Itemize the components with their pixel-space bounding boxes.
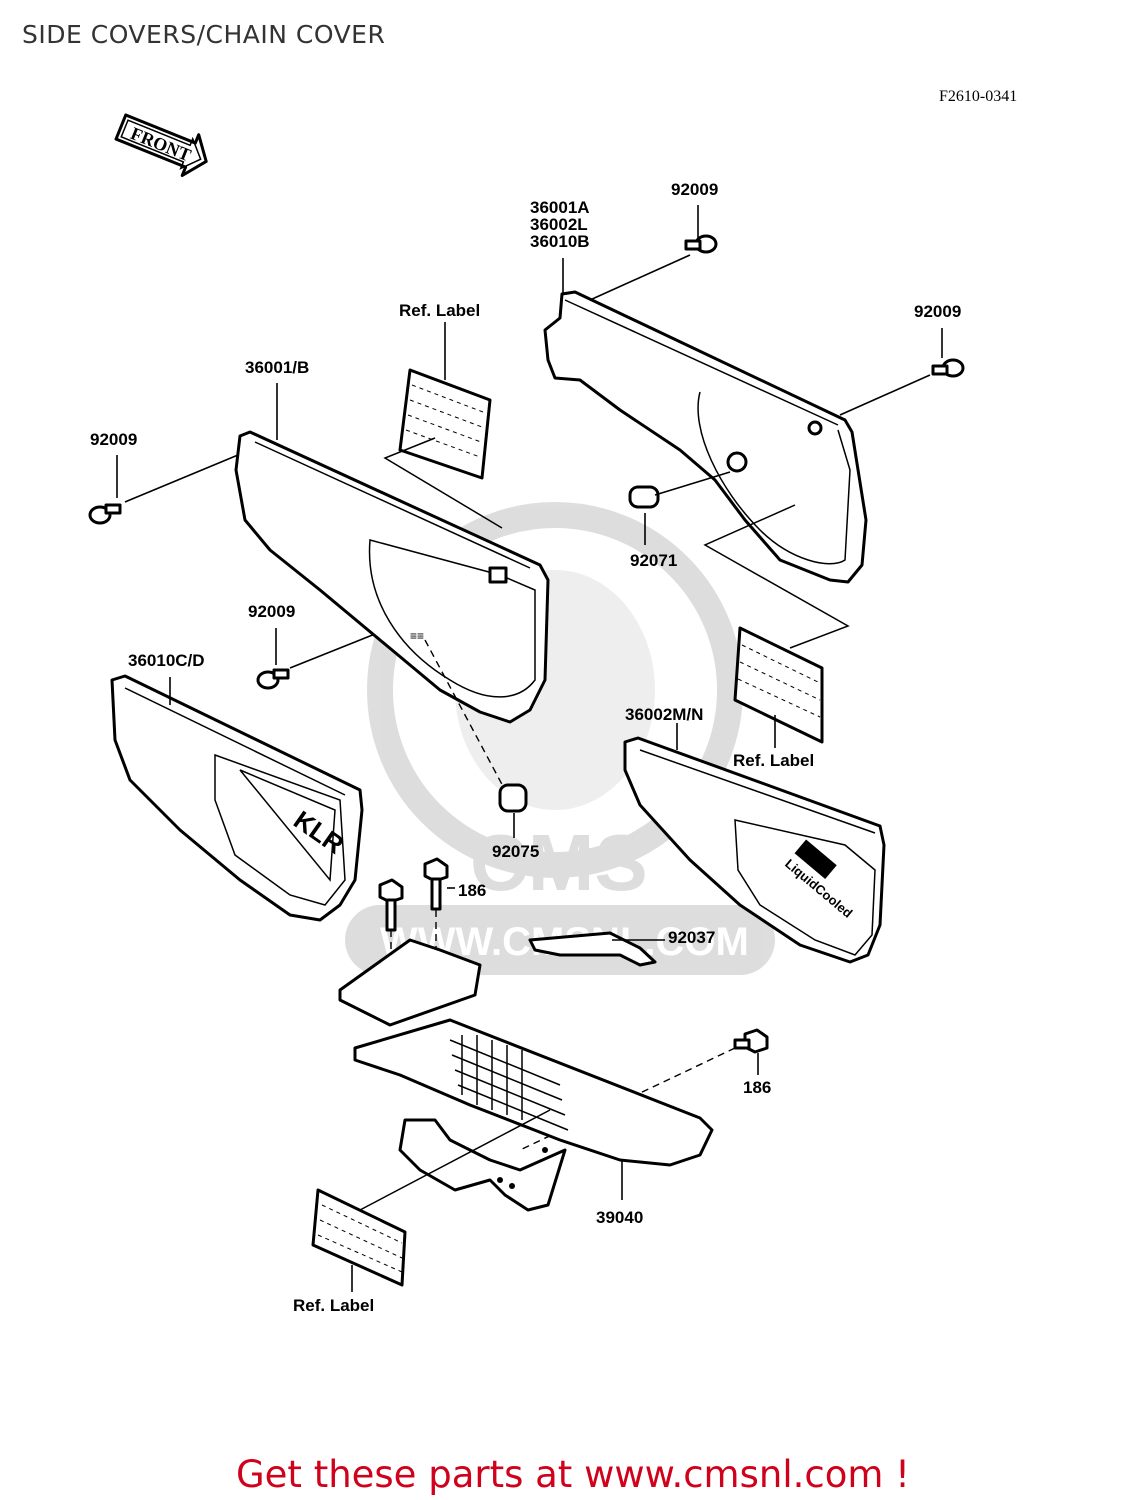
- label-186-lower: 186: [743, 1078, 772, 1097]
- bolt-186-pair: [378, 857, 455, 1025]
- label-36002mn: 36002M/N: [625, 705, 704, 724]
- label-ref-label-b: Ref. Label: [733, 751, 815, 770]
- label-92009-right: 92009: [914, 302, 962, 321]
- label-36001b: 36001/B: [245, 358, 310, 377]
- chain-cover-39040: [338, 938, 714, 1212]
- grommet-92075: [498, 783, 528, 838]
- label-92009-top: 92009: [671, 180, 719, 199]
- bolt-92009-left: [88, 454, 239, 525]
- side-cover-36001b: ≡≡: [234, 383, 550, 791]
- label-36001a: 36001A: [530, 198, 590, 217]
- label-36010b: 36010B: [530, 232, 590, 251]
- page-title: SIDE COVERS/CHAIN COVER: [22, 20, 386, 49]
- label-ref-label-a: Ref. Label: [399, 301, 481, 320]
- footer-link[interactable]: Get these parts at www.cmsnl.com !: [235, 1453, 910, 1496]
- side-cover-36010cd: KLR: [110, 674, 364, 922]
- side-cover-36002mn: LiquidCooled: [623, 723, 886, 964]
- svg-text:≡≡: ≡≡: [410, 629, 424, 643]
- bolt-92009-top: [589, 205, 718, 301]
- label-92071: 92071: [630, 551, 678, 570]
- ref-label-a: [383, 322, 503, 529]
- bolt-92009-right: [839, 328, 965, 416]
- label-36010cd: 36010C/D: [128, 651, 205, 670]
- label-92009-middle: 92009: [248, 602, 296, 621]
- label-36002l: 36002L: [530, 215, 588, 234]
- front-arrow: FRONT: [114, 113, 208, 178]
- label-92009-left: 92009: [90, 430, 138, 449]
- chain-guide-ribs: [449, 1035, 569, 1131]
- label-39040: 39040: [596, 1208, 644, 1227]
- label-92075: 92075: [492, 842, 540, 861]
- side-cover-right-upper: [543, 290, 868, 584]
- ref-label-b: [703, 504, 850, 748]
- label-ref-label-c: Ref. Label: [293, 1296, 375, 1315]
- ref-label-c: [311, 1109, 551, 1292]
- grommet-92071: [628, 471, 731, 545]
- label-92037: 92037: [668, 928, 716, 947]
- watermark-brand: CMS: [470, 818, 648, 907]
- clip-92037: [528, 931, 665, 967]
- diagram-code: F2610-0341: [939, 88, 1018, 105]
- label-186-upper: 186: [458, 881, 487, 900]
